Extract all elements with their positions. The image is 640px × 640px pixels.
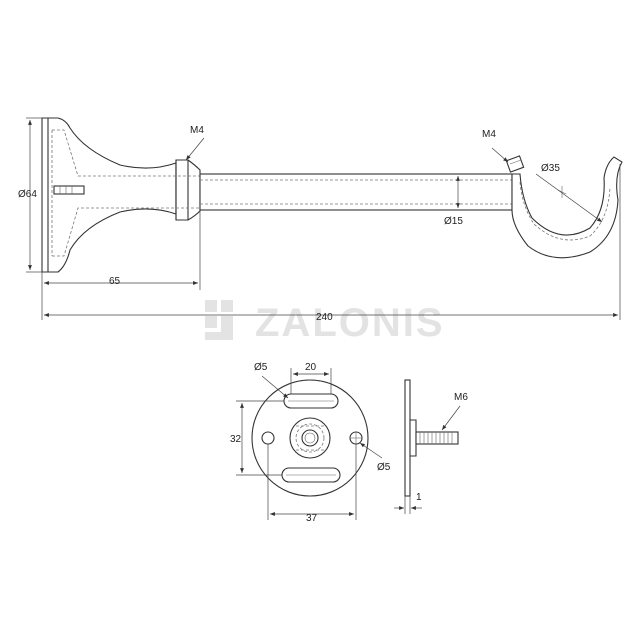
label-slot-hole: Ø5: [254, 362, 268, 373]
dim-base-length: 65: [41, 211, 201, 290]
dim-hook-radius: Ø35: [535, 163, 603, 223]
dim-base-diameter: Ø64: [18, 117, 42, 273]
dim-slot-hole: Ø5: [254, 362, 289, 399]
label-thread: M6: [454, 392, 468, 403]
label-base-length: 65: [109, 276, 121, 287]
dim-base-thread: M4: [185, 125, 204, 161]
label-base-diameter: Ø64: [18, 189, 37, 200]
label-plate-height: 32: [230, 434, 242, 445]
label-hook-thread: M4: [482, 129, 496, 140]
watermark-text: ZALONIS: [255, 301, 445, 345]
dim-plate-height: 32: [230, 400, 284, 476]
dim-plate-width: 37: [267, 444, 357, 524]
watermark-logo-icon: [205, 300, 233, 340]
label-plate-width: 37: [306, 513, 318, 524]
bracket-side-view: [41, 117, 623, 273]
dim-hook-thread: M4: [482, 129, 509, 163]
dim-overall-length: 240: [41, 164, 621, 323]
mounting-plate-side: [404, 379, 459, 497]
dim-side-hole: Ø5: [359, 442, 391, 473]
label-base-thread: M4: [190, 125, 204, 136]
plate-edge: [404, 379, 411, 497]
label-hook-radius: Ø35: [541, 163, 560, 174]
label-side-hole: Ø5: [377, 462, 391, 473]
mounting-plate-front: [251, 379, 369, 497]
base-screw: [53, 185, 85, 195]
dim-slot-length: 20: [290, 362, 332, 394]
left-hole: [261, 431, 275, 445]
dim-rod-diameter: Ø15: [444, 176, 463, 227]
label-rod-diameter: Ø15: [444, 216, 463, 227]
watermark: ZALONIS: [205, 300, 445, 345]
rod: [199, 173, 513, 211]
threaded-stud: [415, 431, 459, 445]
label-overall-length: 240: [316, 312, 333, 323]
dim-plate-thickness: 1: [394, 492, 422, 514]
hook: [511, 156, 623, 259]
label-slot-length: 20: [305, 362, 317, 373]
label-plate-thickness: 1: [416, 492, 422, 503]
wall-flange: [41, 117, 177, 273]
dim-thread: M6: [441, 392, 468, 431]
hook-set-screw: [505, 155, 525, 173]
